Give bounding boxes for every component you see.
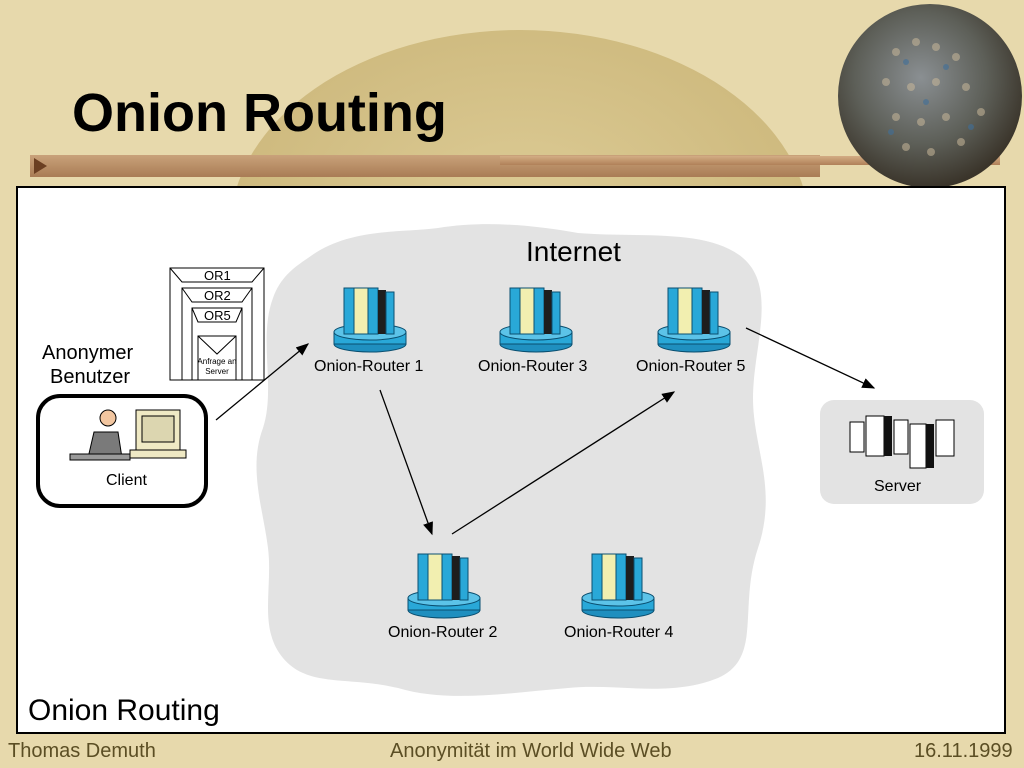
arrow-client-to-router1 — [215, 343, 310, 421]
arrow-router2-to-router5 — [451, 391, 676, 535]
onion-layer-2-label: OR2 — [204, 288, 231, 303]
server-icon — [849, 415, 955, 469]
onion-router-4-label: Onion-Router 4 — [564, 624, 674, 641]
onion-router-5-label: Onion-Router 5 — [636, 358, 746, 375]
onion-routing-diagram: Internet OR1 OR2 OR5 Anfrage an Server A… — [16, 186, 1006, 734]
onion-layer-1-label: OR1 — [204, 268, 231, 283]
client-label: Client — [106, 472, 147, 489]
slide-title: Onion Routing — [72, 83, 447, 143]
anonymous-user-label-line2: Benutzer — [50, 366, 131, 388]
footer-author: Thomas Demuth — [8, 740, 156, 762]
onion-layers-stack — [169, 267, 265, 381]
diagram-caption: Onion Routing — [28, 694, 220, 727]
onion-router-3-label: Onion-Router 3 — [478, 358, 588, 375]
arrow-router5-to-server — [745, 327, 876, 389]
onion-layer-3-label: OR5 — [204, 308, 231, 323]
internet-label: Internet — [526, 236, 621, 267]
bullet-arrow-icon — [34, 158, 47, 174]
onion-core-label-line1: Anfrage an — [197, 357, 237, 366]
diagram-canvas — [36, 224, 984, 696]
onion-core-label-line2: Server — [205, 367, 229, 376]
footer-topic: Anonymität im World Wide Web — [390, 740, 672, 762]
onion-router-1-label: Onion-Router 1 — [314, 358, 424, 375]
title-underline-accent — [500, 156, 1000, 165]
onion-router-2-label: Onion-Router 2 — [388, 624, 498, 641]
crowd-globe-image — [838, 4, 1022, 188]
anonymous-user-label-line1: Anonymer — [42, 342, 134, 364]
arrow-router1-to-router2 — [379, 389, 433, 536]
footer-date: 16.11.1999 — [914, 740, 1013, 762]
server-label: Server — [874, 478, 922, 495]
client-user-icon — [69, 409, 187, 461]
